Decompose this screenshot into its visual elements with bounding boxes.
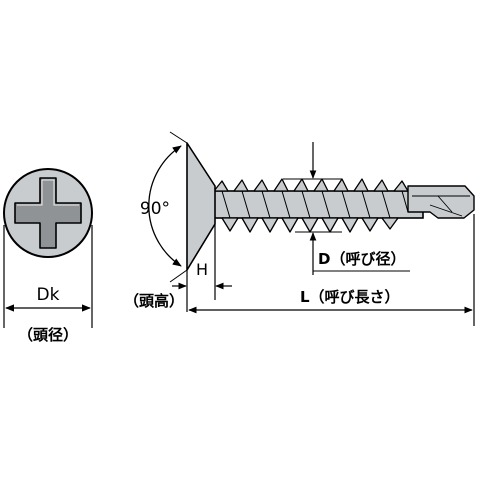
angle-value: 90° xyxy=(140,199,170,219)
countersunk-head xyxy=(186,142,216,271)
dk-symbol: Dk xyxy=(37,285,60,305)
d-dimension: D（呼び径） xyxy=(283,142,410,275)
drill-point xyxy=(407,185,475,219)
l-label: L（呼び長さ） xyxy=(300,288,400,306)
l-dimension: L（呼び長さ） xyxy=(188,214,475,326)
screw-thread xyxy=(213,178,409,233)
d-label: D（呼び径） xyxy=(318,250,405,268)
screw-shank xyxy=(207,190,424,219)
h-label: （頭高） xyxy=(124,292,184,310)
angle-dimension: 90° xyxy=(140,131,188,283)
dk-dimension: Dk （頭径） xyxy=(3,225,93,344)
h-symbol: H xyxy=(196,260,208,279)
dk-label: （頭径） xyxy=(18,326,78,344)
angle-arc xyxy=(148,145,182,267)
h-dimension: H （頭高） xyxy=(124,224,232,312)
phillips-cross-recess xyxy=(14,177,82,249)
head-top-view xyxy=(3,168,93,258)
